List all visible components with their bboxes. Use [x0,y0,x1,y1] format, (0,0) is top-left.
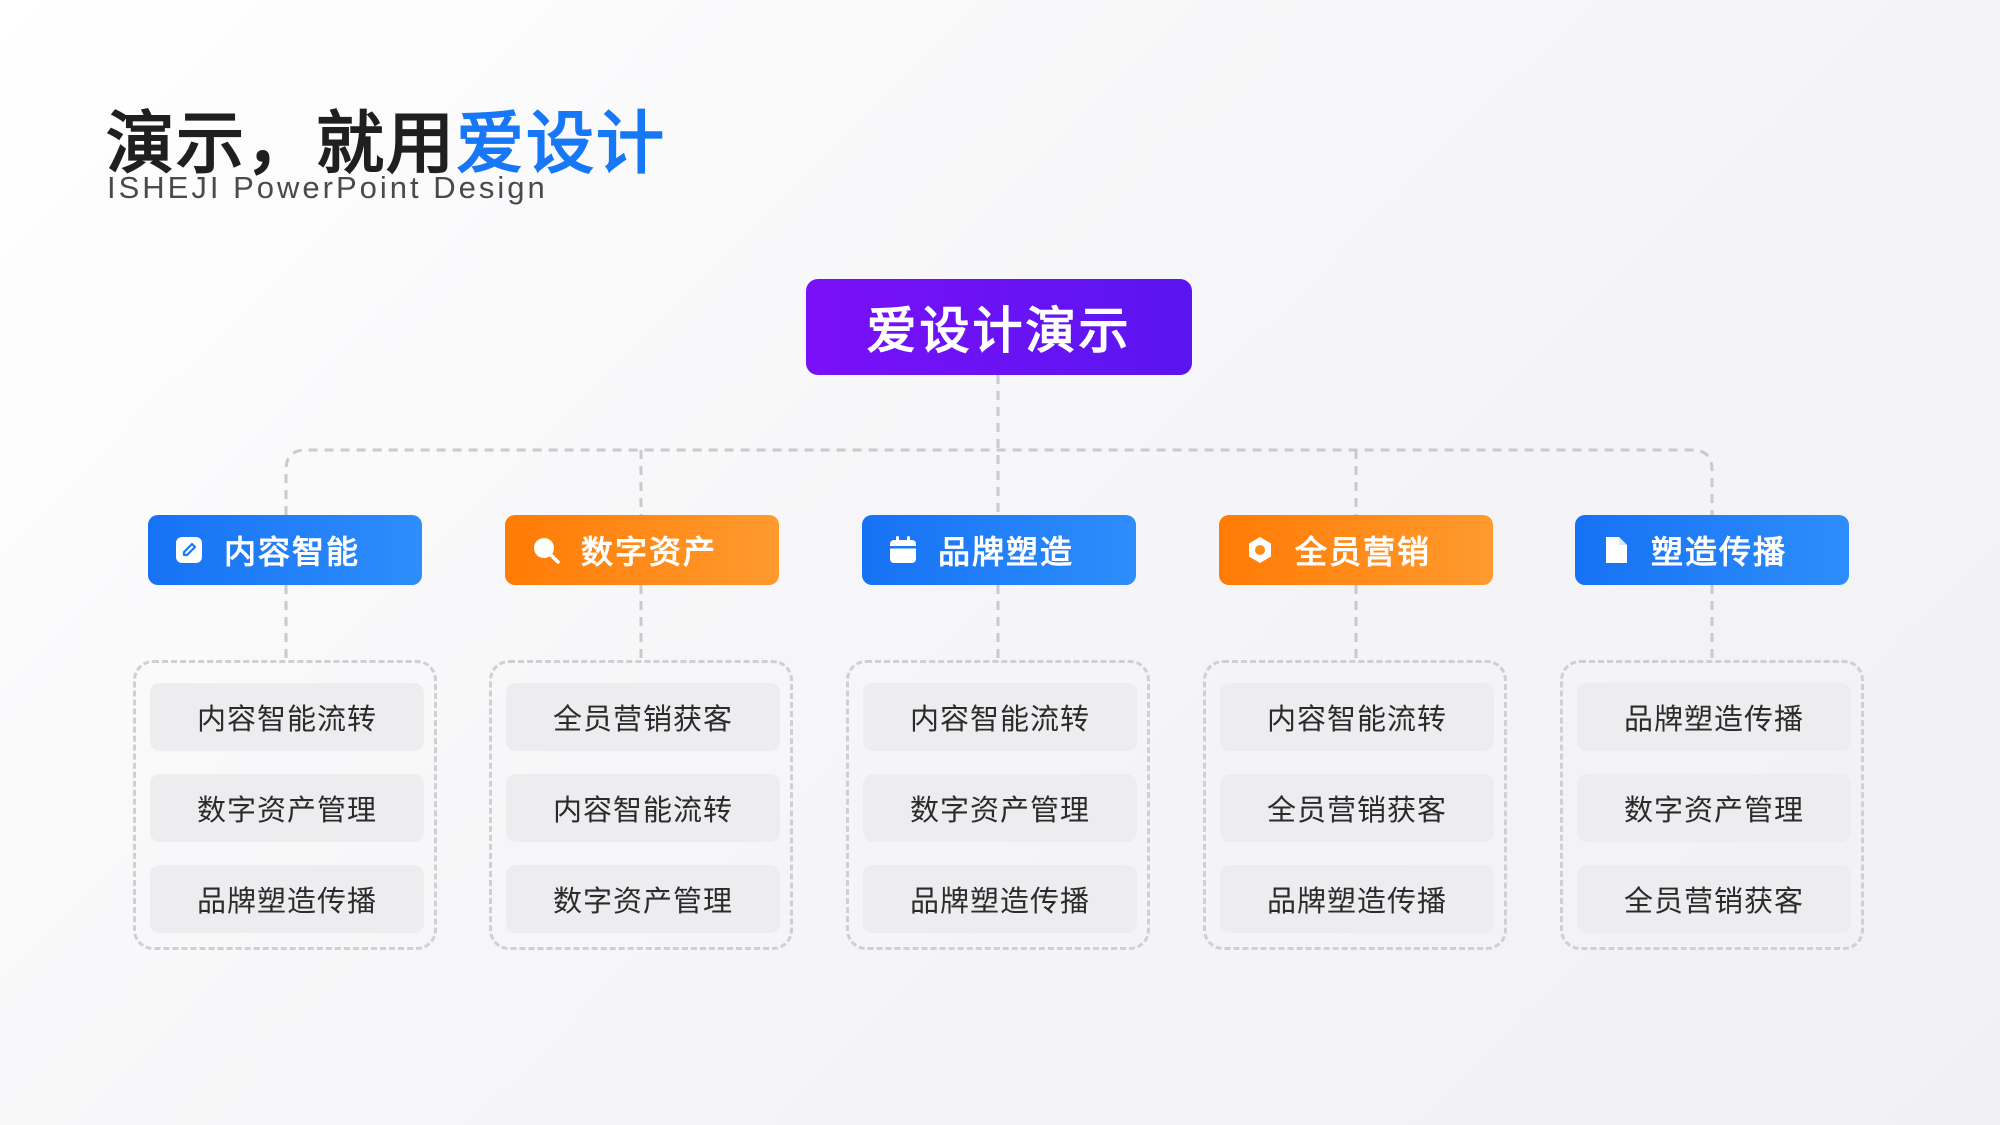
list-item: 品牌塑造传播 [1220,865,1494,933]
branch-header-content-intelligence: 内容智能 [148,515,422,585]
search-icon [531,535,561,565]
page-title: 演示，就用爱设计 [106,88,666,187]
list-item: 数字资产管理 [506,865,780,933]
list-item: 品牌塑造传播 [1577,683,1851,751]
title-highlight: 爱设计 [456,105,667,184]
calendar-icon [888,535,918,565]
branch-header-brand-building: 品牌塑造 [862,515,1136,585]
list-item: 数字资产管理 [863,774,1137,842]
document-icon [1601,535,1631,565]
root-node: 爱设计演示 [806,279,1192,375]
branch-items-box: 内容智能流转 全员营销获客 品牌塑造传播 [1203,660,1507,950]
list-item: 全员营销获客 [1577,865,1851,933]
list-item: 全员营销获客 [1220,774,1494,842]
list-item: 内容智能流转 [1220,683,1494,751]
page-subtitle: ISHEJI PowerPoint Design [107,170,548,205]
branch-items-box: 内容智能流转 数字资产管理 品牌塑造传播 [133,660,437,950]
branch-header-brand-communication: 塑造传播 [1575,515,1849,585]
branch-items-box: 内容智能流转 数字资产管理 品牌塑造传播 [846,660,1150,950]
branch-header-digital-assets: 数字资产 [505,515,779,585]
list-item: 品牌塑造传播 [150,865,424,933]
list-item: 内容智能流转 [863,683,1137,751]
branch-label: 内容智能 [224,533,361,571]
list-item: 数字资产管理 [1577,774,1851,842]
branch-label: 数字资产 [581,533,718,571]
list-item: 数字资产管理 [150,774,424,842]
list-item: 全员营销获客 [506,683,780,751]
gear-icon [1245,535,1275,565]
list-item: 内容智能流转 [150,683,424,751]
branch-label: 塑造传播 [1651,533,1788,571]
branch-header-all-staff-marketing: 全员营销 [1219,515,1493,585]
title-main: 演示，就用 [106,105,457,184]
list-item: 品牌塑造传播 [863,865,1137,933]
branch-items-box: 品牌塑造传播 数字资产管理 全员营销获客 [1560,660,1864,950]
edit-icon [174,535,204,565]
branch-label: 品牌塑造 [938,533,1075,571]
list-item: 内容智能流转 [506,774,780,842]
branch-label: 全员营销 [1295,533,1432,571]
branch-items-box: 全员营销获客 内容智能流转 数字资产管理 [489,660,793,950]
